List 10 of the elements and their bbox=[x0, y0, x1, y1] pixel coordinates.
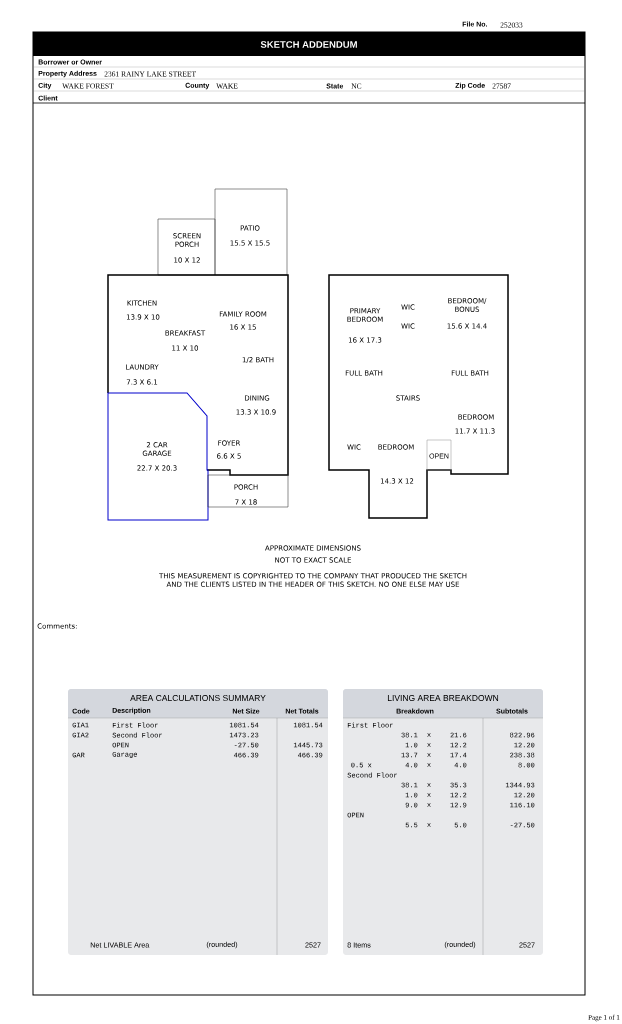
floor-outline bbox=[107, 274, 289, 476]
garage-outline bbox=[107, 392, 209, 521]
floor-outline bbox=[328, 274, 509, 519]
table-title: AREA CALCULATIONS SUMMARY bbox=[130, 695, 266, 701]
room-outline bbox=[214, 188, 288, 276]
open-area-box bbox=[426, 439, 452, 471]
room-outline bbox=[157, 218, 216, 276]
title-banner: SKETCH ADDENDUM bbox=[33, 32, 585, 56]
room-outline bbox=[207, 474, 289, 508]
table-title: LIVING AREA BREAKDOWN bbox=[387, 695, 499, 701]
